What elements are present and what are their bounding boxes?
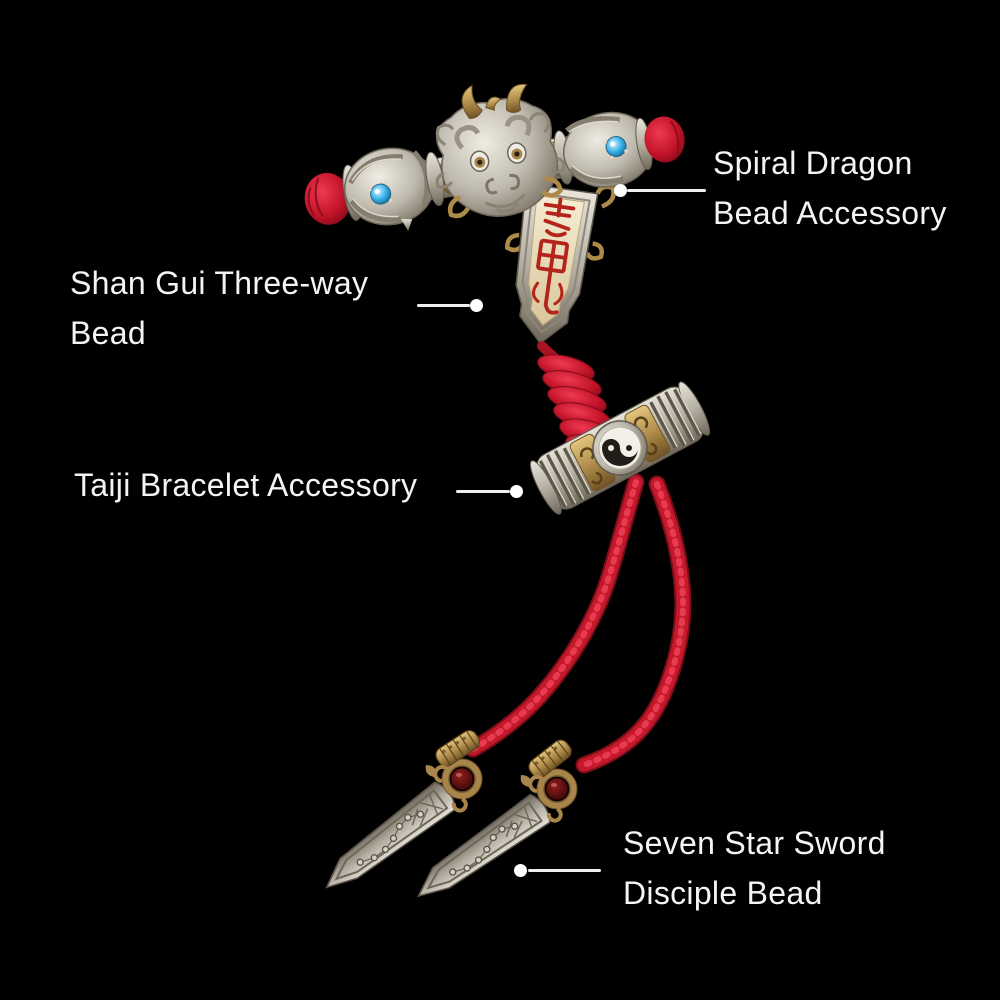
red-cord-tip-right bbox=[644, 116, 685, 163]
sword-pendant-right bbox=[416, 739, 578, 898]
label-spiral-dragon-bead: Spiral Dragon Bead Accessory bbox=[713, 138, 947, 238]
top-bar-assembly bbox=[304, 83, 685, 232]
talisman-plaque bbox=[505, 173, 616, 345]
bagua-ridges-left bbox=[538, 447, 591, 508]
label-line: Bead bbox=[70, 315, 146, 351]
dragon-head-bead bbox=[435, 83, 566, 219]
label-line: Bead Accessory bbox=[713, 195, 947, 231]
label-line: Disciple Bead bbox=[623, 875, 823, 911]
leader-line-spiral-dragon bbox=[627, 189, 706, 192]
bagua-ridges-right bbox=[649, 388, 702, 449]
sword-pendant-left bbox=[325, 729, 483, 889]
red-cord bbox=[464, 473, 692, 774]
label-line: Taiji Bracelet Accessory bbox=[74, 467, 418, 503]
gold-horn-left bbox=[461, 84, 483, 119]
bronze-crown-fitting bbox=[520, 739, 578, 823]
spiral-dragon-bead-right bbox=[553, 111, 655, 188]
leader-line-shan-gui bbox=[417, 304, 470, 307]
leader-dot-spiral-dragon bbox=[614, 184, 627, 197]
label-line: Spiral Dragon bbox=[713, 145, 913, 181]
leader-line-seven-star bbox=[528, 869, 601, 872]
talisman-script bbox=[531, 197, 576, 315]
label-taiji-bracelet-accessory: Taiji Bracelet Accessory bbox=[74, 460, 417, 510]
label-line: Seven Star Sword bbox=[623, 825, 886, 861]
leader-dot-taiji bbox=[510, 485, 523, 498]
taiji-bead bbox=[529, 381, 711, 515]
label-seven-star-sword-disciple-bead: Seven Star Sword Disciple Bead bbox=[623, 818, 886, 918]
leader-line-taiji bbox=[456, 490, 510, 493]
bronze-crown-fitting bbox=[425, 729, 483, 813]
label-line: Shan Gui Three-way bbox=[70, 265, 369, 301]
gold-horn-right bbox=[506, 83, 528, 114]
spiral-dragon-bead-left bbox=[343, 147, 445, 232]
leader-dot-shan-gui bbox=[470, 299, 483, 312]
label-shan-gui-three-way-bead: Shan Gui Three-way Bead bbox=[70, 258, 368, 358]
leader-dot-seven-star bbox=[514, 864, 527, 877]
